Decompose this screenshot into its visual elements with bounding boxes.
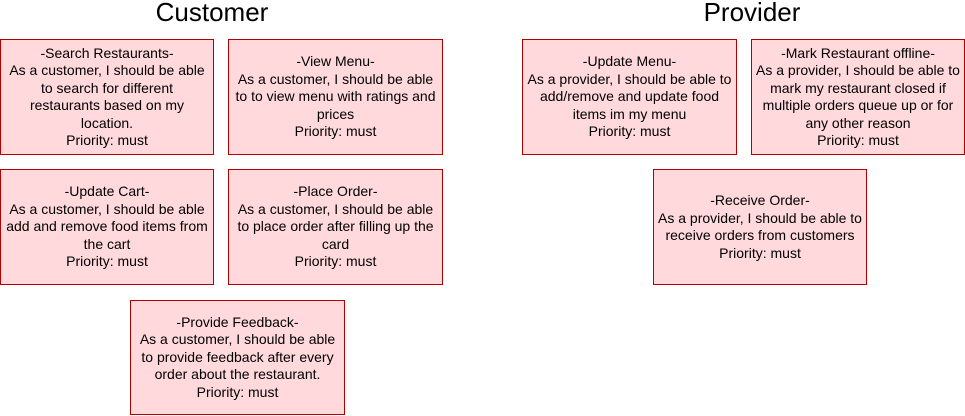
story-title: -View Menu-: [296, 53, 375, 70]
story-description: As a customer, I should be able to searc…: [9, 62, 205, 131]
story-description: As a customer, I should be able to to vi…: [235, 70, 436, 122]
story-title: -Search Restaurants-: [40, 44, 174, 61]
story-title: -Update Cart-: [64, 183, 150, 200]
story-priority: Priority: must: [719, 244, 801, 261]
story-description: As a customer, I should be able to place…: [237, 200, 434, 252]
story-card-receive-order[interactable]: -Receive Order- As a provider, I should …: [653, 169, 867, 285]
story-priority: Priority: must: [196, 383, 279, 400]
story-card-search-restaurants[interactable]: -Search Restaurants- As a customer, I sh…: [0, 39, 214, 155]
story-priority: Priority: must: [294, 253, 377, 270]
story-card-update-menu[interactable]: -Update Menu- As a provider, I should be…: [522, 39, 737, 155]
story-priority: Priority: must: [588, 123, 671, 140]
story-card-update-cart[interactable]: -Update Cart- As a customer, I should be…: [0, 169, 214, 285]
story-priority: Priority: must: [817, 132, 899, 148]
story-card-provide-feedback[interactable]: -Provide Feedback- As a customer, I shou…: [130, 300, 345, 415]
story-title: -Update Menu-: [582, 53, 677, 70]
story-card-mark-restaurant-offline[interactable]: -Mark Restaurant offline- As a provider,…: [751, 39, 965, 155]
story-title: -Place Order-: [293, 183, 378, 200]
story-description: As a provider, I should be able to recei…: [658, 209, 862, 244]
story-description: As a provider, I should be able to mark …: [756, 62, 960, 131]
story-priority: Priority: must: [66, 253, 148, 270]
story-title: -Provide Feedback-: [176, 313, 299, 330]
story-card-place-order[interactable]: -Place Order- As a customer, I should be…: [228, 169, 443, 285]
story-title: -Receive Order-: [710, 192, 810, 208]
story-description: As a provider, I should be able to add/r…: [527, 70, 732, 122]
customer-heading: Customer: [155, 0, 269, 27]
story-priority: Priority: must: [294, 123, 377, 140]
story-priority: Priority: must: [66, 132, 148, 148]
story-card-view-menu[interactable]: -View Menu- As a customer, I should be a…: [228, 39, 443, 155]
story-description: As a customer, I should be able add and …: [6, 200, 208, 252]
provider-heading: Provider: [703, 0, 801, 27]
story-description: As a customer, I should be able to provi…: [139, 331, 336, 383]
story-title: -Mark Restaurant offline-: [781, 44, 935, 61]
